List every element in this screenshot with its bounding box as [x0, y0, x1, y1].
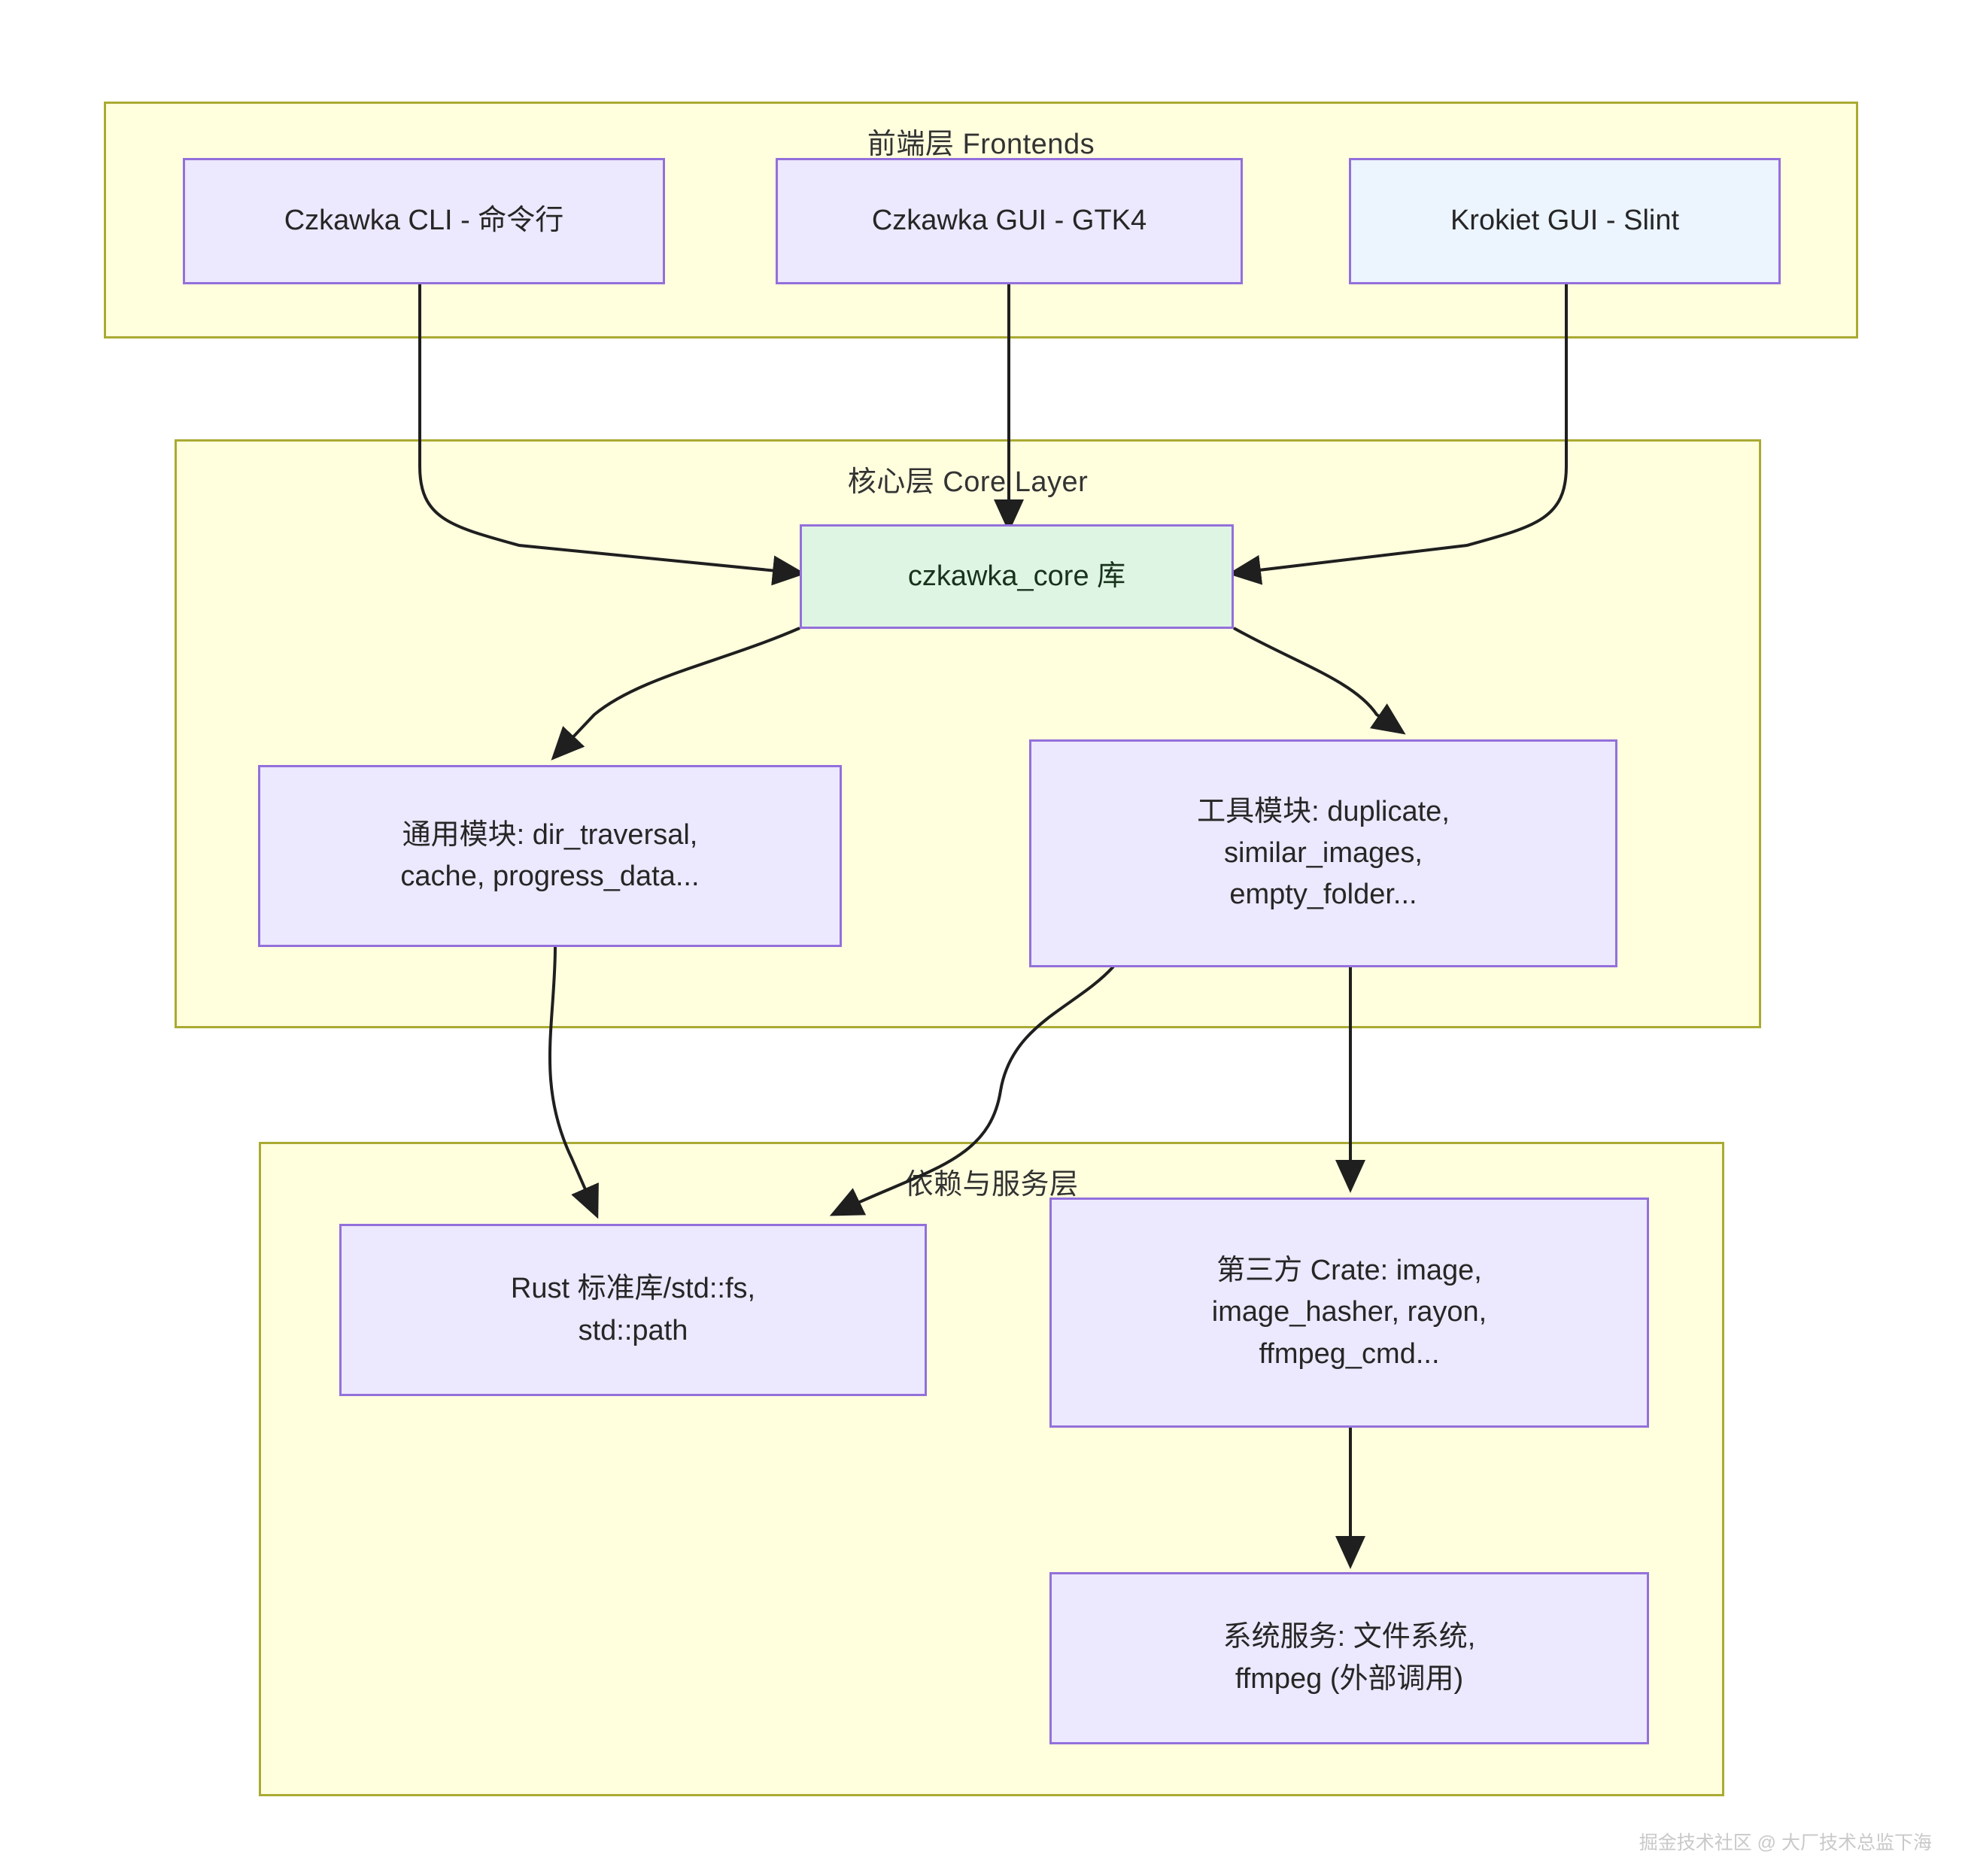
cluster-frontends-label: 前端层 Frontends — [867, 129, 1095, 160]
node-krokiet-gui[interactable]: Krokiet GUI - Slint — [1349, 158, 1781, 284]
node-tool-modules[interactable]: 工具模块: duplicate, similar_images, empty_f… — [1029, 739, 1617, 967]
node-czkawka-core-lib[interactable]: czkawka_core 库 — [800, 524, 1234, 629]
node-czkawka-gui[interactable]: Czkawka GUI - GTK4 — [776, 158, 1243, 284]
cluster-dependencies-label: 依赖与服务层 — [904, 1169, 1079, 1201]
watermark-text: 掘金技术社区 @ 大厂技术总监下海 — [1639, 1832, 1932, 1853]
cluster-core-layer-label: 核心层 Core Layer — [847, 466, 1089, 498]
node-common-modules[interactable]: 通用模块: dir_traversal, cache, progress_dat… — [258, 765, 842, 947]
node-rust-std[interactable]: Rust 标准库/std::fs, std::path — [339, 1224, 927, 1396]
watermark: 掘金技术社区 @ 大厂技术总监下海 — [1639, 1828, 1932, 1855]
node-system-services[interactable]: 系统服务: 文件系统, ffmpeg (外部调用) — [1049, 1572, 1649, 1744]
node-czkawka-cli[interactable]: Czkawka CLI - 命令行 — [183, 158, 665, 284]
node-third-party-crates[interactable]: 第三方 Crate: image, image_hasher, rayon, f… — [1049, 1198, 1649, 1428]
